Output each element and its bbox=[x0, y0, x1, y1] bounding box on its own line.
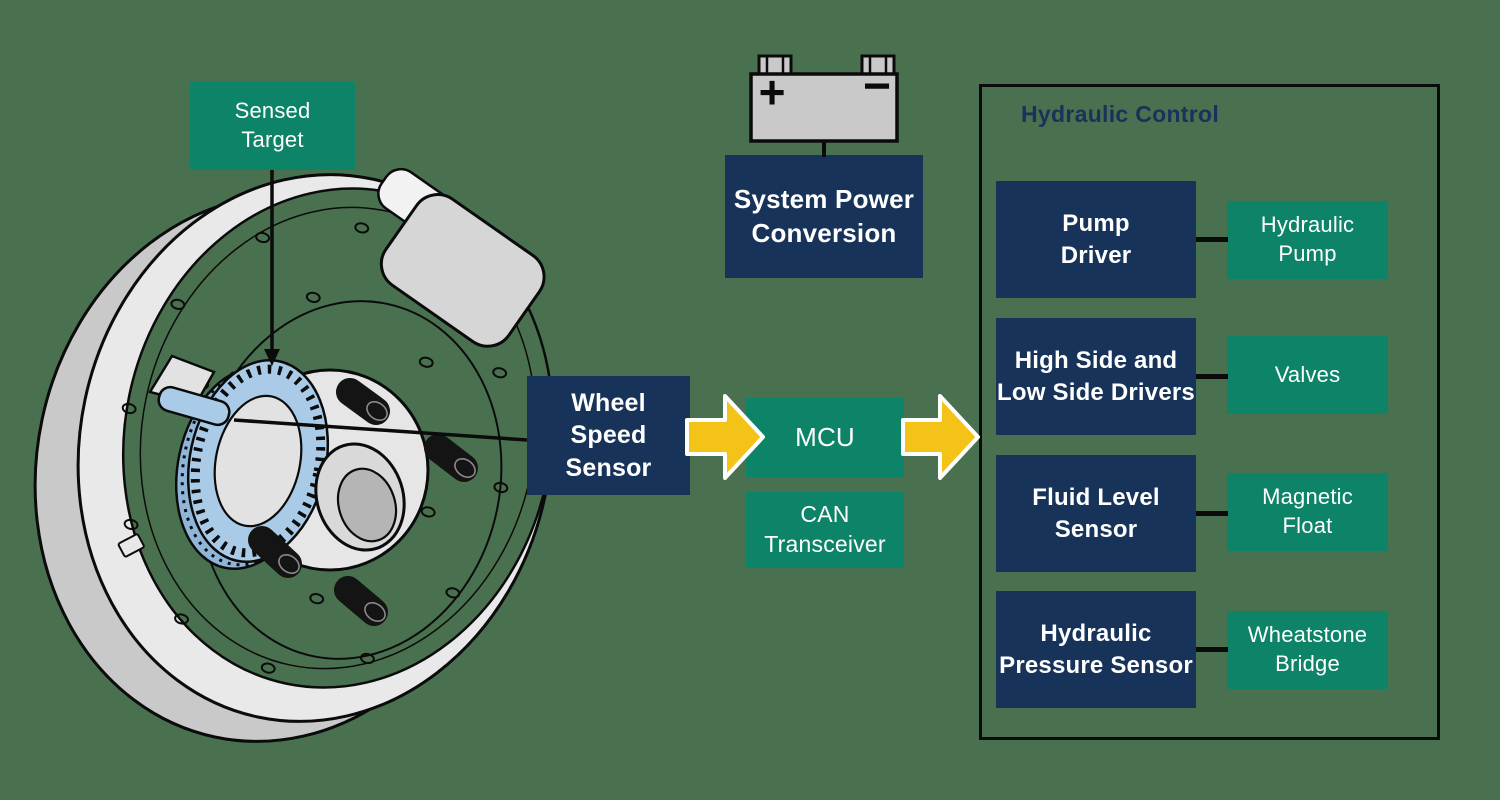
mcu-label: MCU bbox=[795, 421, 855, 452]
system-power-conversion-line2: Conversion bbox=[751, 217, 897, 248]
speed-sensor-probe bbox=[148, 354, 231, 427]
fluid-level-sensor-line2: Sensor bbox=[1054, 515, 1138, 543]
pump-driver-line1: Pump bbox=[1062, 210, 1130, 238]
hydraulic-control-title: Hydraulic Control bbox=[1021, 101, 1220, 127]
pump-driver-line2: Driver bbox=[1060, 241, 1132, 269]
sensed-target-line2: Target bbox=[241, 127, 304, 152]
battery-plus-terminal-label: + bbox=[759, 66, 786, 118]
hydraulic-control-panel: Hydraulic Control bbox=[979, 84, 1440, 740]
wheel-stud-caps bbox=[278, 401, 476, 622]
hydraulic-pressure-sensor-line1: Hydraulic bbox=[1040, 620, 1152, 648]
wheatstone-bridge-line2: Bridge bbox=[1275, 651, 1340, 676]
system-power-conversion-line1: System Power bbox=[733, 183, 915, 214]
brake-caliper bbox=[377, 167, 546, 348]
rim-tab bbox=[117, 533, 145, 558]
can-transceiver-line2: Transceiver bbox=[764, 531, 886, 557]
wheatstone-bridge-line1: Wheatstone bbox=[1247, 622, 1368, 648]
wheel-speed-sensor-block: Wheel Speed Sensor bbox=[527, 376, 690, 495]
sensed-target-line1: Sensed bbox=[234, 98, 311, 124]
wheel-studs bbox=[248, 378, 478, 626]
hydraulic-pressure-sensor-block: Hydraulic Pressure Sensor bbox=[996, 591, 1196, 708]
hydraulic-pump-line2: Pump bbox=[1278, 241, 1337, 266]
fluid-level-sensor-block: Fluid Level Sensor bbox=[996, 455, 1196, 572]
wheel-hub-bore bbox=[314, 442, 406, 552]
magnetic-float-block: Magnetic Float bbox=[1227, 473, 1388, 551]
high-low-side-drivers-line1: High Side and bbox=[1014, 347, 1178, 375]
brake-disc-assembly-illustration bbox=[33, 167, 555, 743]
valves-label: Valves bbox=[1274, 361, 1341, 387]
sensed-target-label-box: Sensed Target bbox=[190, 82, 355, 170]
hydraulic-pump-line1: Hydraulic bbox=[1260, 212, 1355, 238]
pump-driver-block: Pump Driver bbox=[996, 181, 1196, 298]
mcu-block: MCU bbox=[746, 398, 904, 477]
car-battery-icon: + − bbox=[749, 54, 899, 143]
high-low-side-drivers-block: High Side and Low Side Drivers bbox=[996, 318, 1196, 435]
battery-minus-terminal-label: − bbox=[863, 60, 891, 113]
magnetic-float-line1: Magnetic bbox=[1262, 484, 1353, 510]
fluid-level-sensor-line1: Fluid Level bbox=[1032, 484, 1160, 512]
hydraulic-pressure-sensor-line2: Pressure Sensor bbox=[999, 651, 1193, 679]
hydraulic-pump-block: Hydraulic Pump bbox=[1227, 201, 1388, 279]
can-transceiver-block: CAN Transceiver bbox=[746, 492, 904, 568]
wheel-speed-sensor-line1: Wheel bbox=[571, 388, 646, 417]
system-power-conversion-block: System Power Conversion bbox=[725, 155, 923, 278]
high-low-side-drivers-line2: Low Side Drivers bbox=[997, 378, 1195, 406]
wheel-speed-sensor-line2: Speed Sensor bbox=[565, 421, 652, 482]
can-transceiver-line1: CAN bbox=[800, 501, 850, 528]
wheatstone-bridge-block: Wheatstone Bridge bbox=[1227, 611, 1388, 689]
valves-block: Valves bbox=[1227, 336, 1388, 414]
magnetic-float-line2: Float bbox=[1282, 513, 1333, 538]
